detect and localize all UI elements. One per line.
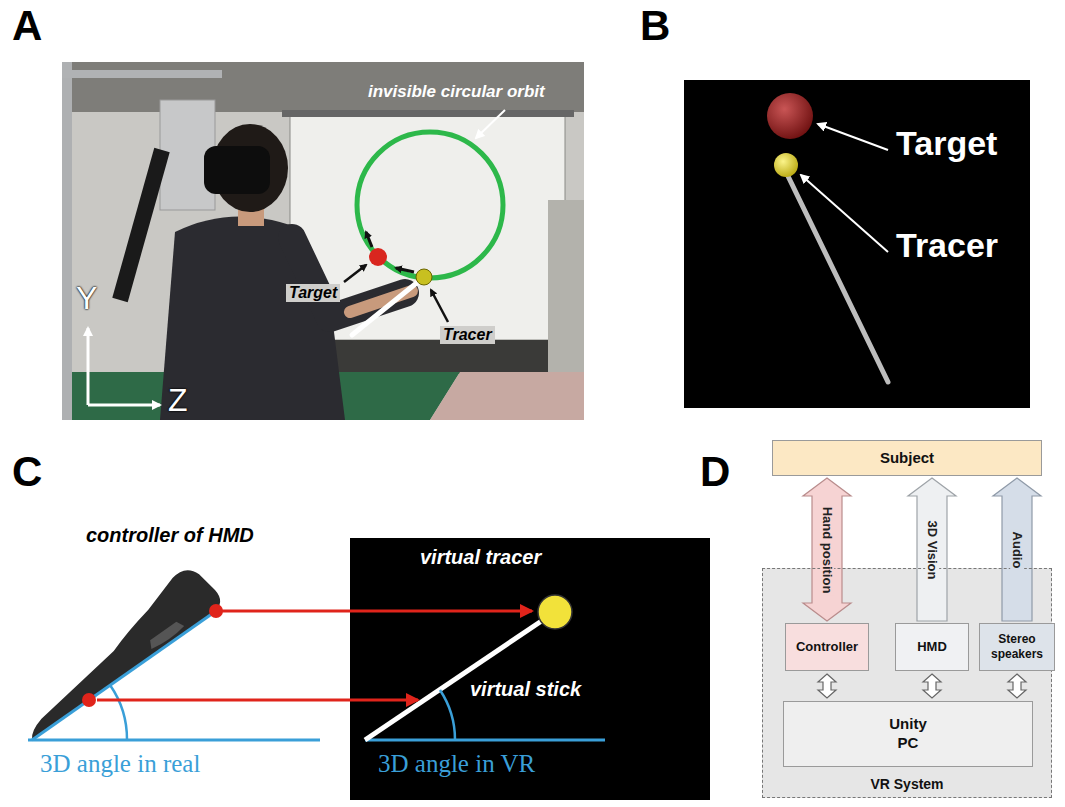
node-text: Subject: [880, 449, 934, 468]
block-arrow: [923, 674, 941, 698]
angle-arc: [110, 685, 127, 740]
callout-label: Tracer: [896, 226, 998, 265]
leader-line: [344, 265, 366, 282]
metal-pole: [62, 62, 72, 420]
target-dot: [369, 248, 387, 266]
subject-box: Subject: [772, 440, 1042, 476]
callout-label: virtual stick: [470, 678, 581, 701]
node-text: Unity PC: [884, 715, 932, 753]
system-group: VR System Controller HMD Stereo speakersUni…: [762, 568, 1052, 798]
device-box: HMD: [895, 623, 969, 671]
computer-box: Unity PC: [783, 701, 1033, 767]
panel-letter: B: [640, 2, 670, 50]
mapping-panel: [2, 538, 710, 800]
circular-orbit: [357, 132, 503, 278]
angle-label: 3D angle in real: [40, 750, 200, 778]
screen-bar: [282, 110, 574, 117]
black-background: [684, 80, 1030, 408]
angle-line: [32, 611, 216, 740]
ceiling: [62, 62, 584, 112]
panel-letter: A: [12, 2, 42, 50]
projection-screen: [290, 115, 565, 340]
cable-strap: [120, 150, 162, 300]
callout-label: invisible circular orbit: [368, 82, 545, 102]
target-sphere: [767, 93, 813, 139]
base-line: [28, 739, 320, 742]
virtual-stick: [786, 172, 888, 382]
tracer-sphere: [774, 153, 798, 177]
leader-line: [431, 290, 448, 322]
device-box: Controller: [785, 623, 869, 671]
arrow-label: 3D Vision: [925, 518, 939, 581]
node-text: HMD: [917, 639, 947, 655]
node-text: Controller: [796, 639, 858, 655]
callout-label: Tracer: [440, 326, 495, 344]
photo-panel: [62, 62, 584, 420]
node-text: Stereo speakers: [980, 632, 1054, 662]
mapping-arrow: [97, 699, 418, 702]
callout-label: controller of HMD: [86, 524, 254, 547]
motion-arrow: [366, 232, 372, 247]
panel-letter: D: [700, 448, 730, 496]
tracking-point: [82, 693, 96, 707]
room-wall: [62, 62, 584, 420]
metal-bar: [62, 70, 222, 78]
block-arrow: [803, 478, 851, 621]
angle-label: 3D angle in VR: [378, 750, 535, 778]
virtual-tracer: [538, 595, 572, 629]
arrow-label: Hand position: [820, 504, 834, 595]
arrow-label: Audio: [1010, 529, 1024, 570]
black-background: [350, 538, 710, 800]
callout-label: Target: [896, 124, 997, 163]
z-axis: [88, 404, 160, 407]
leader-line: [818, 124, 888, 150]
leader-line: [801, 175, 888, 252]
door: [548, 200, 584, 372]
panel-letter: C: [12, 448, 42, 496]
device-box: Stereo speakers: [979, 623, 1055, 671]
head-mounted-display: [204, 146, 270, 194]
block-arrow: [993, 478, 1041, 621]
motion-arrow: [396, 268, 414, 272]
leader-line: [476, 110, 505, 138]
y-axis: [87, 328, 90, 405]
mapping-arrow: [222, 610, 532, 613]
floor: [430, 372, 584, 420]
tracer-stick: [352, 277, 424, 335]
block-arrow: [908, 478, 956, 621]
vr-view-panel: [684, 80, 1030, 408]
tracking-point: [209, 604, 223, 618]
node-text: VR System: [763, 776, 1051, 794]
base-line: [365, 739, 605, 742]
axis-label: Z: [168, 382, 188, 419]
axis-label: Y: [76, 280, 97, 317]
tracer-dot: [416, 269, 432, 285]
block-arrow: [818, 674, 836, 698]
angle-arc: [440, 690, 455, 740]
callout-label: virtual tracer: [420, 546, 541, 569]
callout-label: Target: [286, 284, 340, 302]
controller-body: [2, 561, 226, 740]
block-arrow: [1008, 674, 1026, 698]
controller-illustration: [2, 561, 226, 740]
